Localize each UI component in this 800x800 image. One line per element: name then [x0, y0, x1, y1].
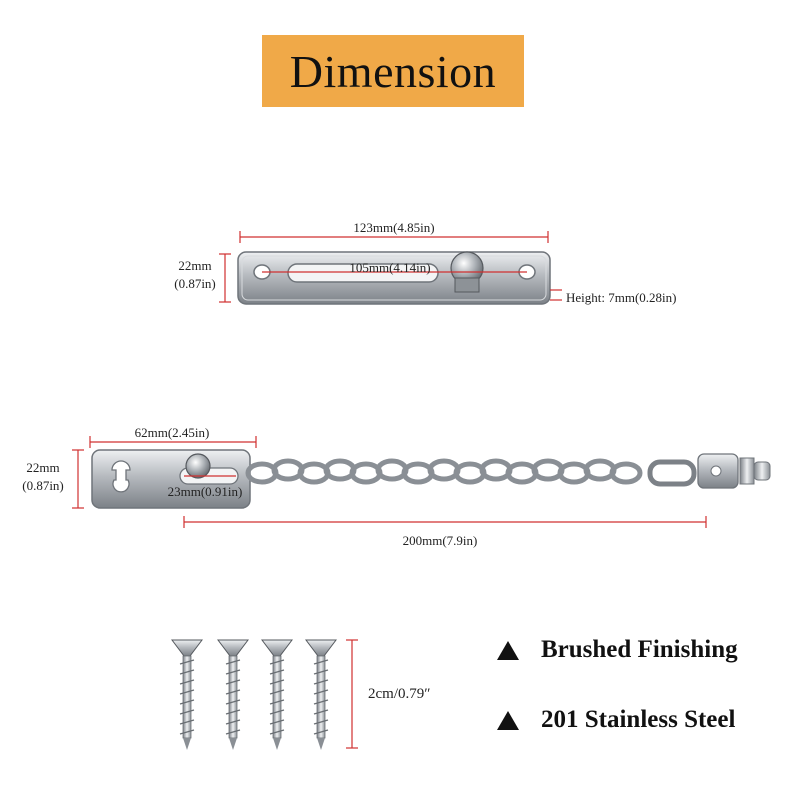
screw	[305, 639, 337, 750]
slide-plate	[237, 251, 551, 305]
page-title: Dimension	[289, 45, 497, 97]
plate-width-mm-label: 22mm	[178, 258, 211, 273]
screw-set	[171, 639, 337, 750]
plate-height-label: Height: 7mm(0.28in)	[566, 290, 677, 305]
chain-dimension-lines	[72, 436, 707, 528]
chain-end-fitting	[647, 453, 771, 489]
screw	[217, 639, 249, 750]
slide-slot	[287, 263, 439, 283]
title-banner: Dimension	[262, 35, 524, 107]
screw-dimension-line	[346, 639, 358, 749]
triangle-bullet-icon	[497, 710, 519, 730]
feature-label: Brushed Finishing	[541, 636, 738, 663]
keyhole-slot	[111, 460, 131, 493]
plate-dimension-lines	[219, 231, 562, 303]
screw-length-label: 2cm/0.79″	[368, 686, 431, 702]
plate-width-in-label: (0.87in)	[174, 276, 216, 291]
total-length-label: 200mm(7.9in)	[403, 533, 478, 548]
feature-item: 201 Stainless Steel	[497, 706, 735, 734]
chain-slot-label: 23mm(0.91in)	[168, 484, 243, 499]
chain-plate	[91, 449, 251, 509]
chain-knob	[185, 453, 211, 479]
screw	[171, 639, 203, 750]
chain	[245, 458, 643, 485]
chain-plate-length-label: 62mm(2.45in)	[135, 425, 210, 440]
chain-plate-width-mm-label: 22mm	[26, 460, 59, 475]
feature-label: 201 Stainless Steel	[541, 706, 736, 733]
plate-length-label: 123mm(4.85in)	[353, 220, 434, 235]
hole-spacing-label: 105mm(4.14in)	[349, 260, 430, 275]
screw	[261, 639, 293, 750]
triangle-bullet-icon	[497, 640, 519, 660]
chain-plate-width-in-label: (0.87in)	[22, 478, 64, 493]
feature-item: Brushed Finishing	[497, 636, 738, 664]
